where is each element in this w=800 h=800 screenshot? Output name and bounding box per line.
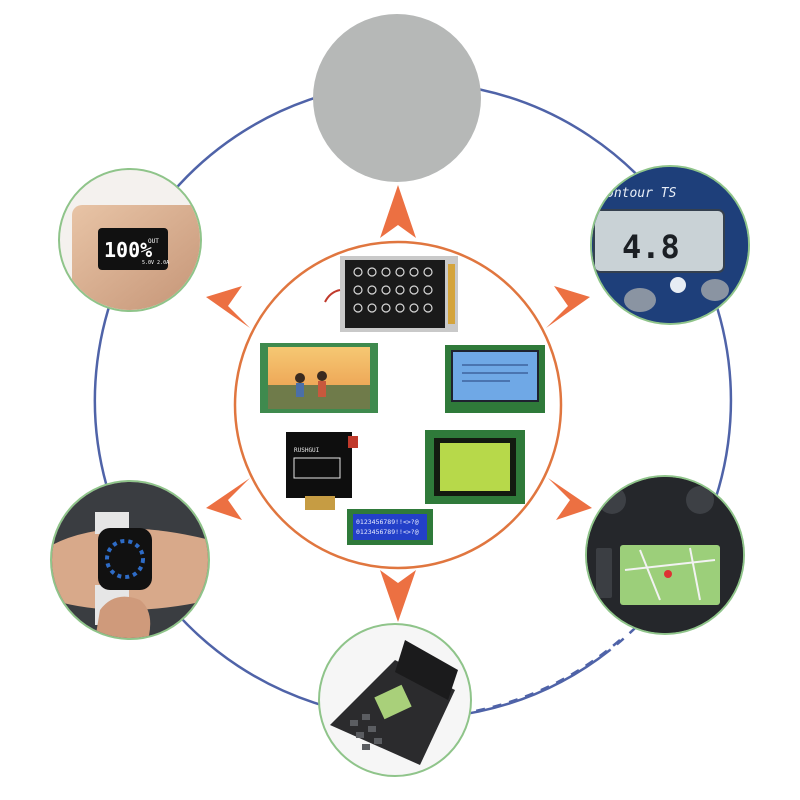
car-navigation-icon [587,477,743,633]
smartwatch-icon [52,482,208,638]
module-blue-graphic [445,345,545,413]
oled-text: RUSHGUI [294,447,320,454]
power-bank-out: OUT [148,238,159,245]
arrow-up-right [546,286,590,328]
power-bank-icon: 100% OUT 5.0V 2.0A [72,205,200,310]
power-bank-percent: 100% [104,238,152,262]
arrow-down-right [548,478,592,520]
module-graphic-lcd [324,256,458,332]
module-oled-square: RUSHGUI [286,432,358,510]
top-node [313,14,481,182]
power-bank-node: 100% OUT 5.0V 2.0A [58,168,202,312]
module-character-lcd: 0123456789!!<>?@ 0123456789!!<>?@ [347,509,433,545]
arrow-up [380,185,416,238]
pos-terminal-icon [330,640,458,765]
arrows [206,185,592,622]
char-lcd-line1: 0123456789!!<>?@ [356,518,419,526]
pos-terminal-node [318,623,472,777]
center-modules: RUSHGUI 0123456789!!<>?@ 0123456789!!<>?… [260,256,545,545]
arrow-up-left [206,286,250,328]
arrow-down [380,570,416,622]
module-yellow-green [425,430,525,504]
arrow-down-left [206,478,250,520]
smartwatch-node [50,480,210,640]
glucose-meter-icon: ontour TS 4.8 [592,167,748,323]
glucose-brand: ontour TS [606,186,677,201]
module-tft-photo [260,343,378,413]
outer-ring-dashed-tail [469,639,621,714]
power-bank-sub: 5.0V 2.0A [142,260,169,266]
char-lcd-line2: 0123456789!!<>?@ [356,528,419,536]
glucose-reading: 4.8 [622,228,680,266]
glucose-meter-node: ontour TS 4.8 [590,165,750,325]
car-navigation-node [585,475,745,635]
